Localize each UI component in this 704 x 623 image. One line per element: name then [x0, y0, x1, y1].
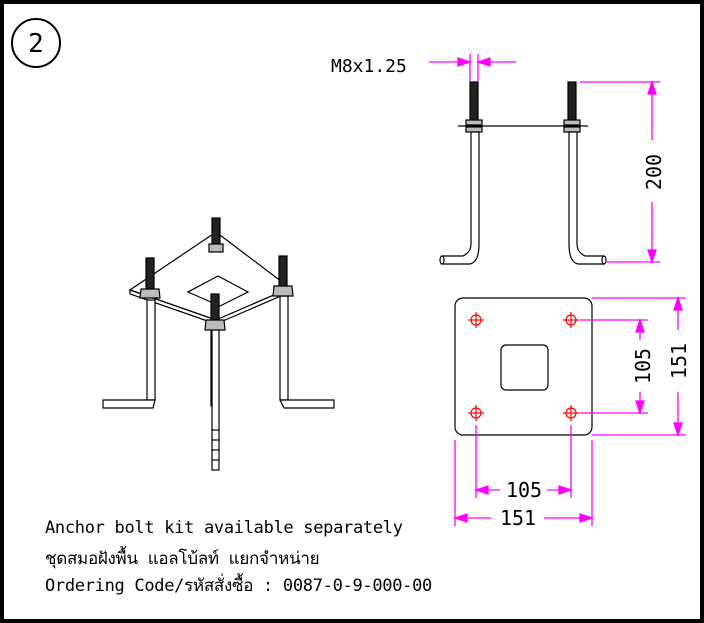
thread-callout: M8x1.25: [331, 54, 516, 82]
plate-center-opening: [500, 344, 549, 391]
stud-front: [204, 293, 226, 331]
height-value: 200: [642, 154, 666, 190]
caption-thai: ชุดสมอฝังพื้น แอลโบ้ลท์ แยกจำหน่าย: [45, 549, 320, 569]
hole-bottom-left: [468, 405, 484, 421]
caption-english: Anchor bolt kit available separately: [45, 518, 403, 538]
stud-left: [139, 257, 161, 299]
stud-right: [272, 255, 294, 297]
hole-bottom-right: [563, 405, 579, 421]
side-view: [439, 81, 607, 265]
isometric-anchor-kit: [102, 217, 335, 471]
horizontal-plan-dimensions: 105 151: [452, 425, 595, 530]
side-bolt-left: [439, 81, 483, 265]
height-dimension: 200: [580, 79, 666, 265]
bolt-holes: [468, 312, 579, 421]
hole-top-left: [468, 312, 484, 328]
step-badge: 2: [11, 18, 61, 68]
vertical-spacing-value: 105: [631, 348, 655, 384]
front-leg: [211, 321, 220, 471]
stud-back: [208, 217, 224, 253]
side-bolt-right: [563, 81, 607, 265]
center-opening: [186, 275, 250, 307]
step-number: 2: [28, 29, 44, 59]
horizontal-width-value: 151: [500, 506, 536, 530]
vertical-plan-dimensions: 105 151: [580, 295, 691, 438]
vertical-width-value: 151: [667, 343, 691, 379]
right-leg: [279, 295, 335, 409]
caption-ordering-code: Ordering Code/รหัสสั่งซื้อ : 0087-0-9-00…: [45, 576, 432, 596]
plan-view: [454, 297, 593, 436]
hole-top-right: [563, 312, 579, 328]
left-leg: [102, 299, 156, 409]
thread-size-label: M8x1.25: [331, 56, 407, 77]
horizontal-spacing-value: 105: [506, 478, 542, 502]
